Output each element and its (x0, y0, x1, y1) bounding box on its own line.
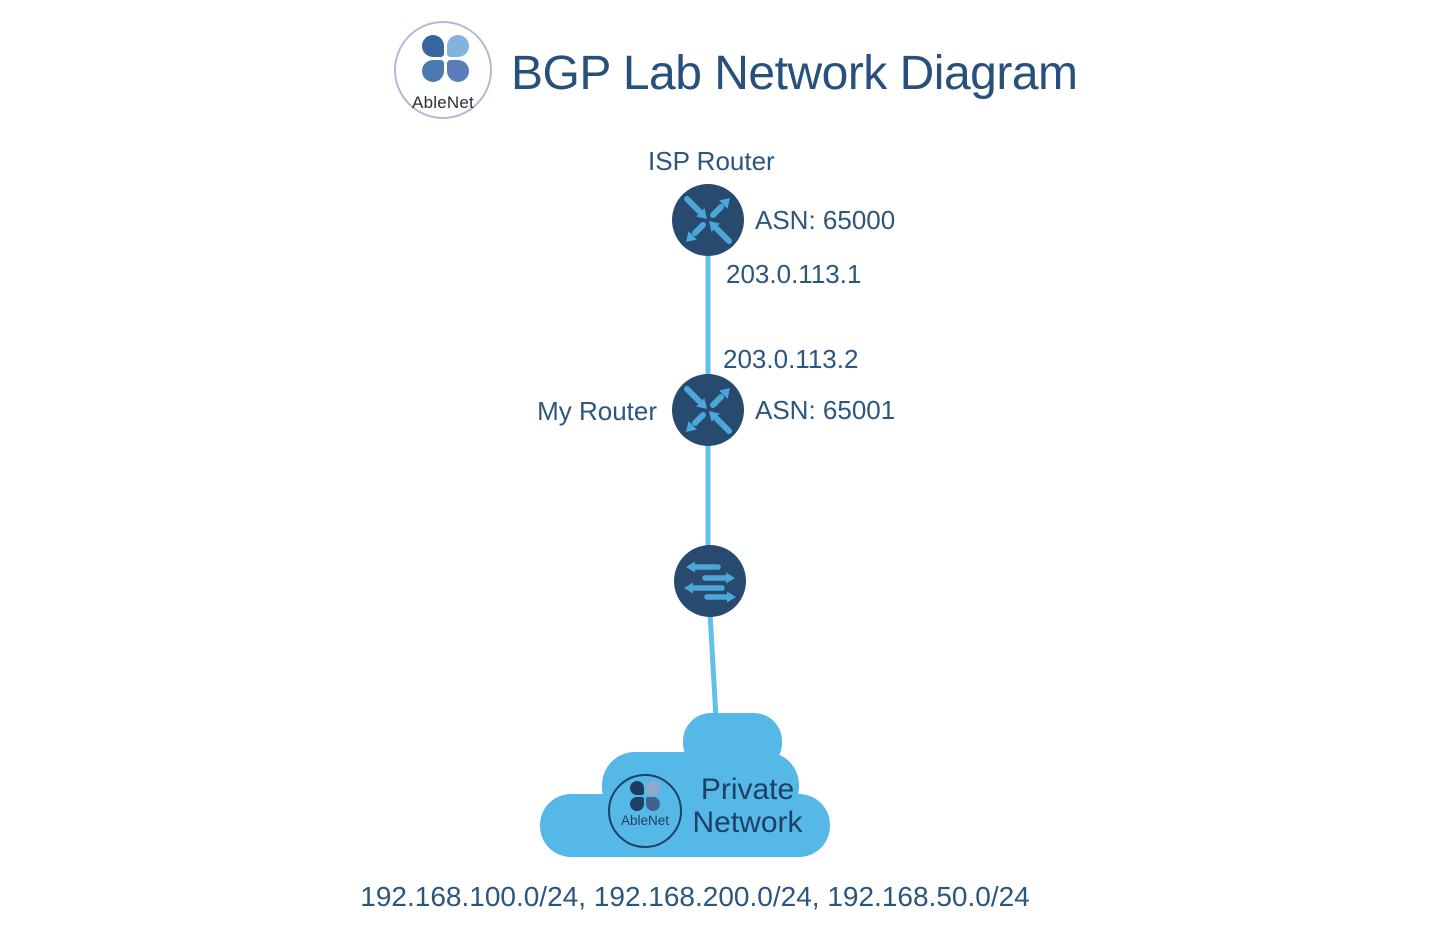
page-title: BGP Lab Network Diagram (511, 47, 1078, 100)
router-arrows-icon (684, 386, 732, 434)
logo-petal-icon (447, 60, 469, 82)
cloud-ablenet-logo (608, 774, 682, 848)
router-arrowheads-icon (686, 388, 730, 432)
logo-petal-icon (646, 781, 660, 795)
private-network-label-line1: Private (700, 773, 795, 806)
my-router-label: My Router (537, 396, 657, 426)
isp-router-asn: ASN: 65000 (755, 205, 896, 235)
logo-petal-icon (646, 797, 660, 811)
router-arrowheads-icon (686, 198, 730, 242)
router-body (672, 374, 744, 446)
switch-body (674, 545, 746, 617)
private-network-label-line2: Network (692, 806, 803, 839)
cloud-logo-wordmark: AbleNet (620, 813, 670, 828)
logo-petal-icon (447, 35, 469, 57)
logo-petal-icon (422, 35, 444, 57)
switch-icon (674, 545, 746, 617)
switch-arrowheads-icon (684, 561, 736, 603)
advertised-subnets: 192.168.100.0/24, 192.168.200.0/24, 192.… (360, 881, 1030, 912)
my-router-ip: 203.0.113.2 (723, 344, 859, 374)
ablenet-logo: AbleNet (394, 21, 492, 119)
router-arrows-icon (684, 196, 732, 244)
isp-router-label: ISP Router (648, 146, 775, 176)
logo-wordmark: AbleNet (412, 93, 474, 112)
isp-router-icon (672, 184, 744, 256)
logo-petal-icon (630, 797, 644, 811)
private-network-cloud: AbleNet Private Network (540, 713, 832, 858)
my-router-icon (672, 374, 744, 446)
link-switch-to-cloud (707, 612, 719, 719)
cloud-icon (540, 794, 830, 857)
router-body (672, 184, 744, 256)
logo-petal-icon (630, 781, 644, 795)
my-router-asn: ASN: 65001 (755, 395, 896, 425)
logo-petal-icon (422, 60, 444, 82)
private-network-label: Private Network (680, 773, 815, 839)
switch-arrows-icon (690, 564, 730, 600)
isp-router-ip: 203.0.113.1 (726, 259, 862, 289)
